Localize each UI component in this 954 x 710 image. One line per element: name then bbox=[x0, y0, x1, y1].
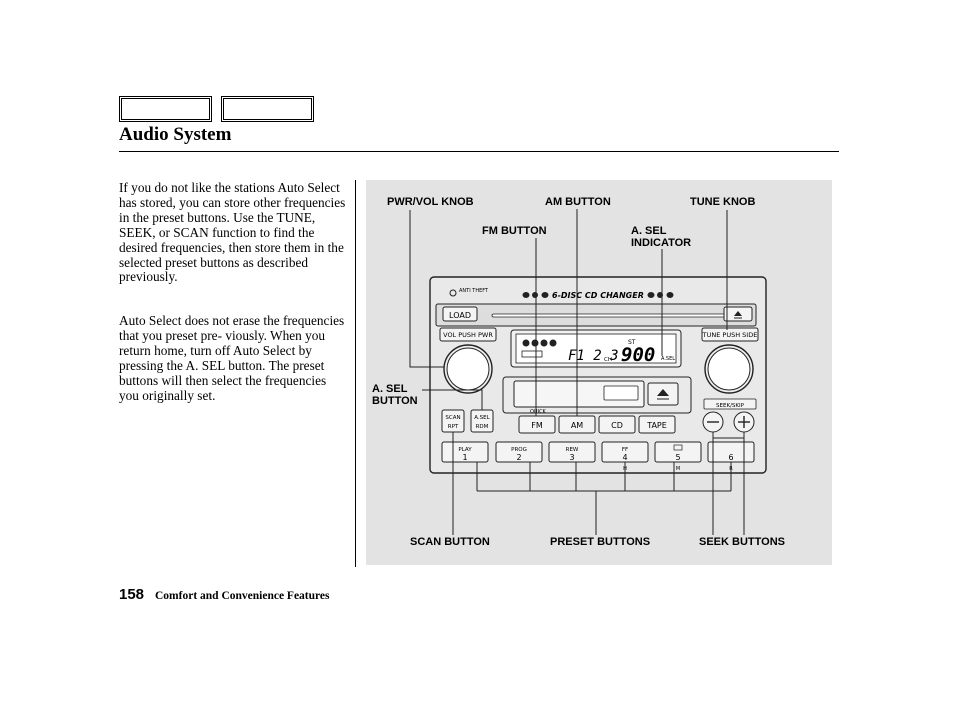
display-st: ST bbox=[628, 339, 636, 346]
page-number: 158 bbox=[119, 586, 145, 603]
asel-label: A.SEL bbox=[474, 415, 490, 421]
display-freq: F1 2 3 bbox=[568, 348, 619, 364]
preset-4-top: FF bbox=[622, 447, 628, 453]
callout-asel-indicator-1: A. SEL bbox=[631, 225, 667, 237]
am-label: AM bbox=[571, 421, 583, 430]
header-tab-box-1 bbox=[119, 96, 212, 122]
vol-pwr-label: VOL PUSH PWR bbox=[443, 331, 493, 339]
callout-scan-button: SCAN BUTTON bbox=[410, 536, 490, 548]
tune-side-label: TUNE PUSH SIDE bbox=[702, 331, 758, 339]
fm-label: FM bbox=[531, 421, 543, 430]
page-title: Audio System bbox=[119, 124, 232, 145]
anti-theft-text: ANTI THEFT bbox=[459, 288, 489, 294]
body-paragraph-1: If you do not like the stations Auto Sel… bbox=[119, 180, 346, 285]
preset-5-num: 5 bbox=[675, 453, 680, 462]
seek-skip-label: SEEK/SKIP bbox=[716, 403, 745, 409]
callout-tune-knob: TUNE KNOB bbox=[690, 196, 756, 208]
preset-5-sub: M bbox=[676, 466, 680, 472]
display-station: 900 bbox=[621, 344, 655, 366]
audio-system-figure: ANTI THEFT 6-DISC CD CHANGER LOAD VOL PU… bbox=[366, 180, 832, 565]
display-ch: CH bbox=[604, 357, 612, 363]
column-divider bbox=[355, 180, 356, 567]
callout-preset-buttons: PRESET BUTTONS bbox=[550, 536, 651, 548]
tape-label: TAPE bbox=[646, 421, 667, 430]
tape-button bbox=[638, 415, 676, 434]
section-name: Comfort and Convenience Features bbox=[155, 590, 330, 602]
preset-1-num: 1 bbox=[462, 453, 467, 462]
callout-asel-indicator-2: INDICATOR bbox=[631, 237, 692, 249]
callout-fm-button: FM BUTTON bbox=[482, 225, 547, 237]
rdm-label: RDM bbox=[476, 424, 489, 430]
callout-am-button: AM BUTTON bbox=[545, 196, 611, 208]
body-paragraph-2: Auto Select does not erase the frequenci… bbox=[119, 313, 345, 403]
header-tab-box-2 bbox=[221, 96, 314, 122]
callout-asel-button-2: BUTTON bbox=[372, 395, 418, 407]
callout-pwr-vol-knob: PWR/VOL KNOB bbox=[387, 196, 474, 208]
preset-2-top: PROG bbox=[511, 447, 527, 453]
preset-3-num: 3 bbox=[569, 453, 574, 462]
display-asel: A.SEL bbox=[661, 356, 675, 362]
radio-illustration: ANTI THEFT 6-DISC CD CHANGER LOAD VOL PU… bbox=[409, 209, 767, 535]
rpt-label: RPT bbox=[448, 424, 459, 430]
changer-text: 6-DISC CD CHANGER bbox=[552, 291, 644, 300]
cd-button bbox=[598, 415, 636, 434]
callout-seek-buttons: SEEK BUTTONS bbox=[699, 536, 785, 548]
cd-label: CD bbox=[611, 421, 623, 430]
load-button-label: LOAD bbox=[449, 311, 471, 320]
preset-buttons: PLAY 1 PROG 2 REW 3 FF 4 H 5 M 6 R bbox=[441, 441, 755, 472]
fm-button bbox=[518, 415, 556, 434]
quick-label: QUICK bbox=[530, 409, 547, 415]
preset-6-num: 6 bbox=[728, 453, 733, 462]
preset-2-num: 2 bbox=[516, 453, 521, 462]
callout-asel-button-1: A. SEL bbox=[372, 383, 408, 395]
scan-label: SCAN bbox=[445, 415, 460, 421]
preset-4-num: 4 bbox=[622, 453, 627, 462]
preset-3-top: REW bbox=[566, 447, 579, 453]
preset-1-top: PLAY bbox=[458, 447, 472, 453]
callout-lines bbox=[409, 209, 745, 535]
title-rule bbox=[119, 151, 839, 152]
